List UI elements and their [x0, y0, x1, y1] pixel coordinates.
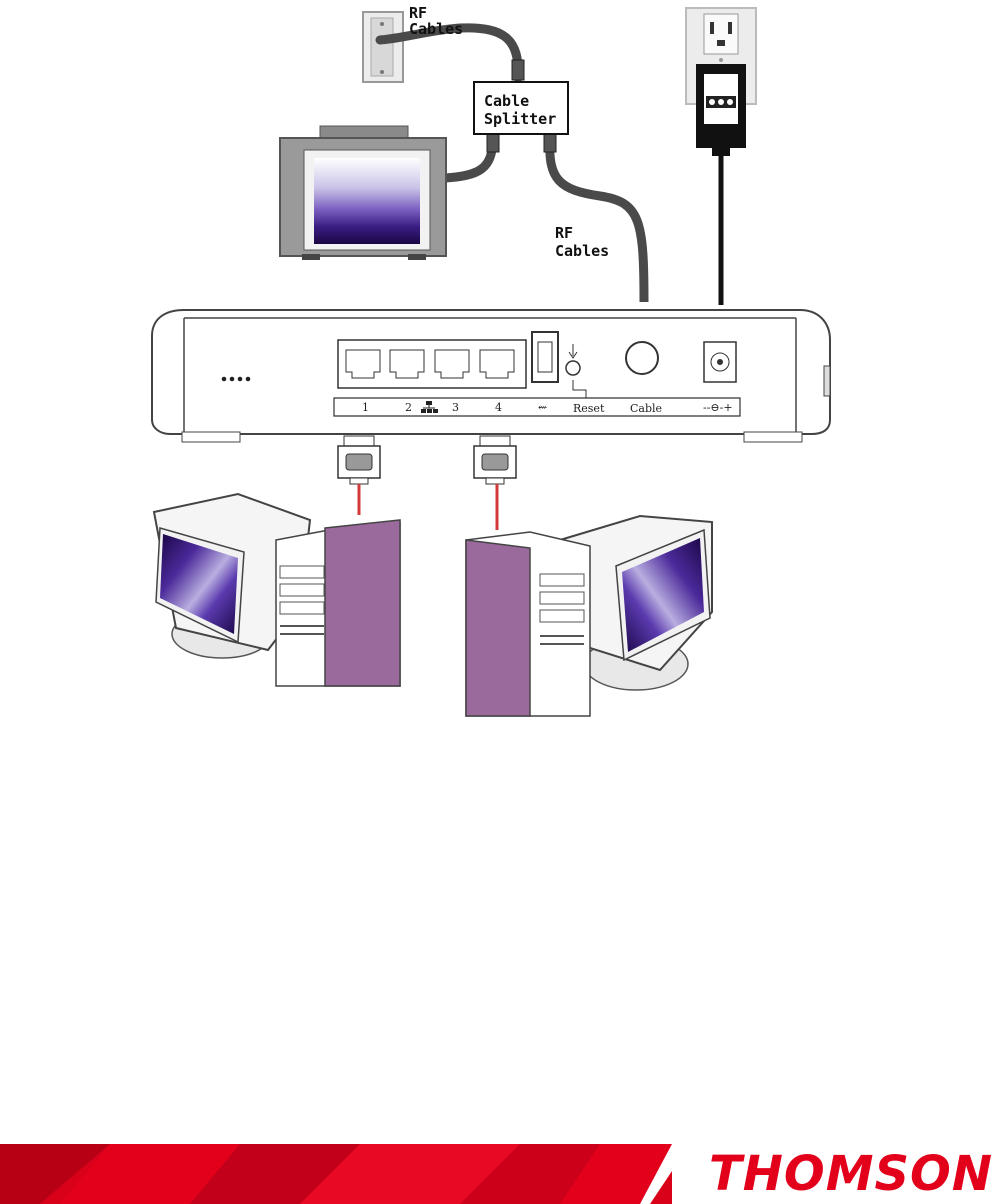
wall-rf-outlet [363, 12, 403, 82]
splitter-label-line2: Splitter [484, 110, 556, 128]
port-label-3: 3 [452, 401, 459, 414]
port-label-2: 2 [405, 401, 412, 414]
power-symbol-label: --⊖-+ [703, 401, 733, 414]
computer-left [154, 494, 400, 686]
rf-connector-splitter-in [512, 60, 524, 80]
usb-symbol-label: ⇜ [538, 401, 547, 414]
television [280, 126, 446, 260]
rf-cables-label-mid-line2: Cables [555, 242, 609, 260]
brand-footer: THOMSON [0, 1144, 1007, 1204]
ethernet-port-block [338, 340, 526, 388]
reset-label: Reset [573, 402, 605, 415]
cable-input-port [626, 342, 658, 374]
rf-cables-label-top-line2: Cables [409, 20, 463, 38]
rf-connector-tv [487, 134, 499, 152]
rf-connector-modem-feed [544, 134, 556, 152]
ethernet-plug-left [338, 436, 380, 484]
usb-port [532, 332, 558, 382]
connection-diagram: Cable Splitter RF Cables RF Cables [0, 0, 1007, 720]
thomson-logo: THOMSON [709, 1148, 993, 1200]
rf-cables-label-mid-line1: RF [555, 224, 573, 242]
ethernet-plug-right [474, 436, 516, 484]
rf-cable-splitter-to-tv [445, 140, 493, 178]
port-label-1: 1 [362, 401, 369, 414]
port-label-strip [334, 398, 740, 416]
computer-right [466, 516, 712, 716]
power-jack [704, 342, 736, 382]
port-label-4: 4 [495, 401, 502, 414]
splitter-label-line1: Cable [484, 92, 529, 110]
rf-cable-splitter-to-modem [550, 140, 644, 302]
power-adapter [696, 64, 746, 156]
cable-label: Cable [630, 402, 662, 415]
